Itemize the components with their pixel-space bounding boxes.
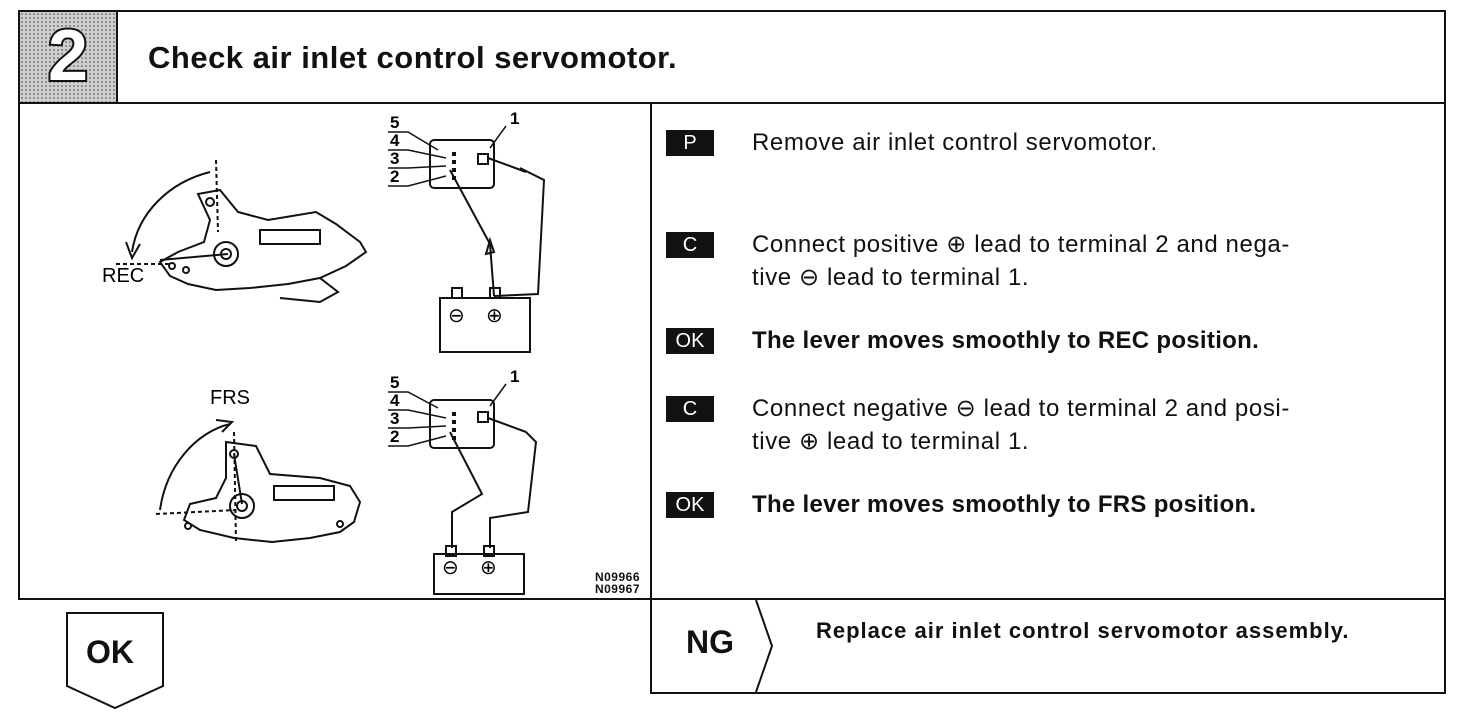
terminal-label: 5 [390, 113, 399, 132]
instruction-text-line: Connect negative ⊖ lead to terminal 2 an… [752, 395, 1290, 422]
servomotor-frs-drawing [155, 419, 362, 544]
frs-label: FRS [210, 387, 250, 409]
instruction-text-line: tive ⊕ lead to terminal 1. [752, 428, 1030, 455]
ok-badge: OK [666, 492, 714, 518]
terminal-label: 2 [390, 167, 399, 186]
ng-arrow-shape [755, 600, 774, 693]
connector-wiring-upper [429, 139, 546, 353]
battery-positive-symbol: ⊕ [486, 305, 503, 327]
ok-badge: OK [666, 328, 714, 354]
instruction-text: The lever moves smoothly to REC position… [752, 327, 1260, 354]
terminal-label: 1 [510, 109, 519, 128]
terminal-label: 4 [390, 131, 400, 150]
terminal-label: 3 [390, 149, 399, 168]
rec-label: REC [102, 265, 144, 287]
step-number-box: 2 [20, 12, 118, 102]
terminal-label: 5 [390, 373, 399, 392]
figure-code: N09966 [594, 570, 640, 584]
instruction-text-line: tive ⊖ lead to terminal 1. [752, 264, 1030, 291]
instruction-text-line: Connect positive ⊕ lead to terminal 2 an… [752, 231, 1290, 258]
battery-negative-symbol: ⊖ [448, 305, 465, 327]
ng-result-label: NG [686, 624, 734, 660]
procedure-frame: 2 Check air inlet control servomotor. [18, 10, 1446, 600]
ng-result-text: Replace air inlet control servomotor ass… [816, 618, 1350, 643]
servomotor-illustration: REC FRS 5 4 3 2 1 5 4 3 2 1 ⊖ ⊕ ⊖ ⊕ [102, 109, 546, 595]
illustration-panel: REC FRS 5 4 3 2 1 5 4 3 2 1 ⊖ ⊕ ⊖ ⊕ N099… [20, 102, 652, 598]
step-title: Check air inlet control servomotor. [148, 40, 678, 75]
procedure-badge: P [666, 130, 714, 156]
ok-arrow-shape [66, 612, 164, 710]
servomotor-rec-drawing [116, 159, 368, 304]
figure-code: N09967 [594, 582, 640, 596]
ng-result-box: NG Replace air inlet control servomotor … [650, 600, 1446, 694]
battery-negative-symbol: ⊖ [442, 557, 459, 579]
ok-result-label: OK [86, 634, 134, 670]
terminal-label: 4 [390, 391, 400, 410]
battery-positive-symbol: ⊕ [480, 557, 497, 579]
terminal-label: 1 [510, 367, 519, 386]
connector-wiring-lower [429, 399, 538, 595]
terminal-label: 2 [390, 427, 399, 446]
step-header: 2 Check air inlet control servomotor. [20, 12, 1444, 104]
check-badge: C [666, 396, 714, 422]
instruction-text: Remove air inlet control servomotor. [752, 129, 1158, 156]
terminal-label: 3 [390, 409, 399, 428]
check-badge: C [666, 232, 714, 258]
instruction-text: The lever moves smoothly to FRS position… [752, 491, 1257, 518]
step-number: 2 [46, 14, 90, 98]
